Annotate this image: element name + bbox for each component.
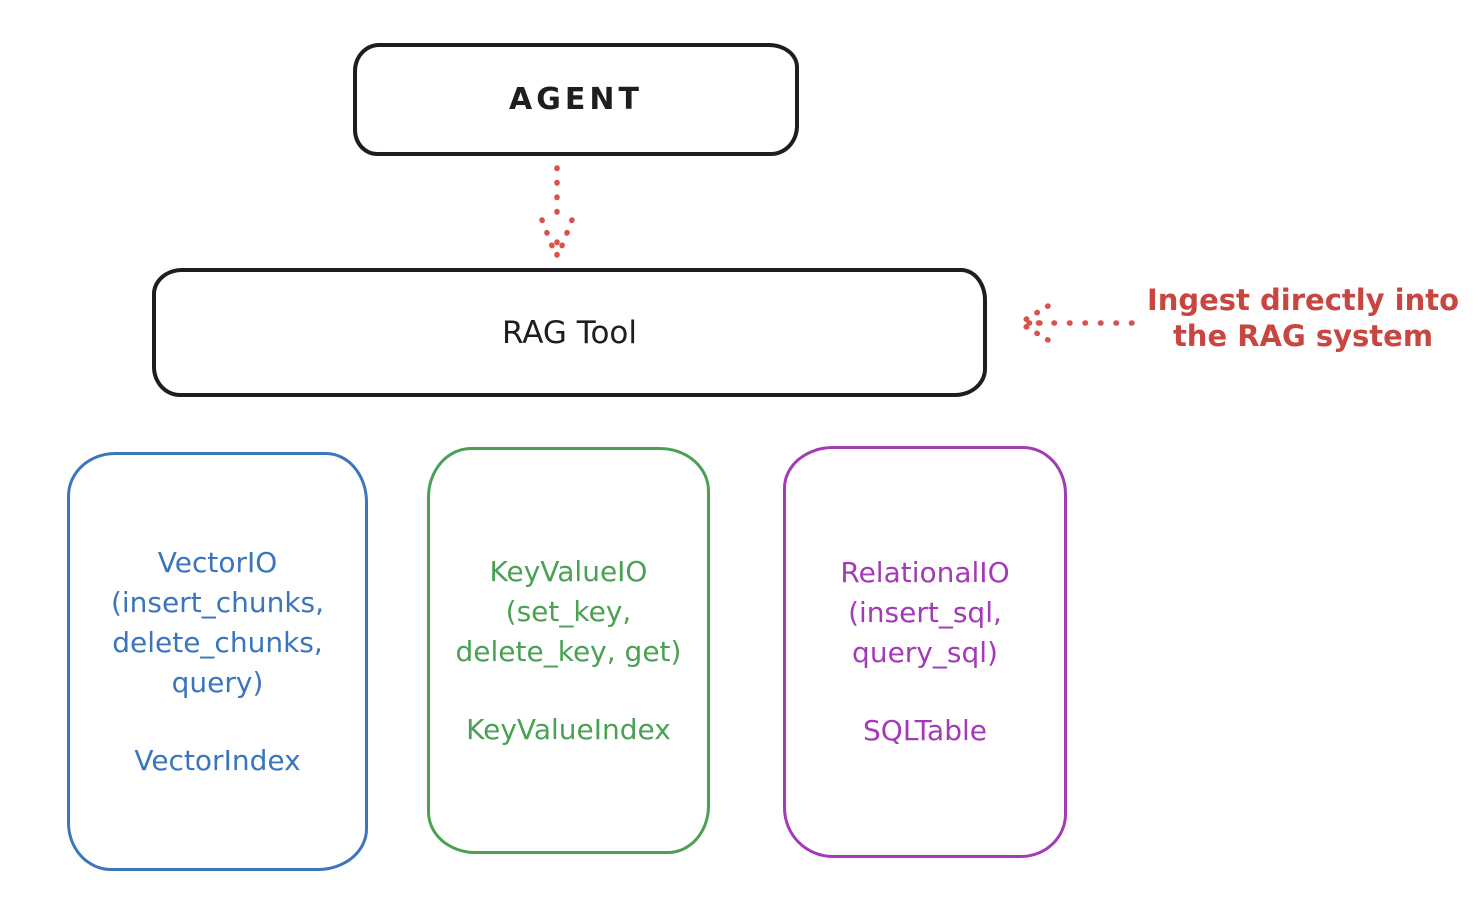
relational-io-node: RelationalIO (insert_sql, query_sql) SQL… <box>783 446 1067 858</box>
vector-io-title-line: VectorIO <box>157 545 278 579</box>
vector-index-label: VectorIndex <box>134 743 301 777</box>
annotation-line-1: Ingest directly into <box>1146 283 1460 317</box>
key-value-io-title-line: delete_key, get) <box>455 634 682 668</box>
relational-io-title-line: query_sql) <box>852 636 998 669</box>
sql-table-label: SQLTable <box>863 714 987 747</box>
vector-io-title-line: delete_chunks, <box>112 625 323 659</box>
vector-io-title-line: query) <box>171 665 264 699</box>
key-value-io-title-line: (set_key, <box>505 594 632 628</box>
agent-node: AGENT <box>353 43 799 156</box>
relational-io-title-line: (insert_sql, <box>848 596 1002 629</box>
vector-io-node: VectorIO (insert_chunks, delete_chunks, … <box>67 452 368 871</box>
annotation-line-2: the RAG system <box>1172 319 1434 353</box>
annotation-arrow-icon <box>1017 303 1135 343</box>
relational-io-title-line: RelationalIO <box>840 556 1010 589</box>
rag-tool-node: RAG Tool <box>152 268 987 397</box>
annotation-text: Ingest directly into the RAG system <box>1138 282 1468 354</box>
key-value-io-title-line: KeyValueIO <box>489 554 648 588</box>
key-value-io-node: KeyValueIO (set_key, delete_key, get) Ke… <box>427 447 710 854</box>
rag-tool-label: RAG Tool <box>501 314 638 351</box>
agent-to-rag-arrow-icon <box>539 165 575 263</box>
key-value-index-label: KeyValueIndex <box>466 712 671 746</box>
agent-label: AGENT <box>509 82 643 117</box>
vector-io-title-line: (insert_chunks, <box>110 585 325 619</box>
